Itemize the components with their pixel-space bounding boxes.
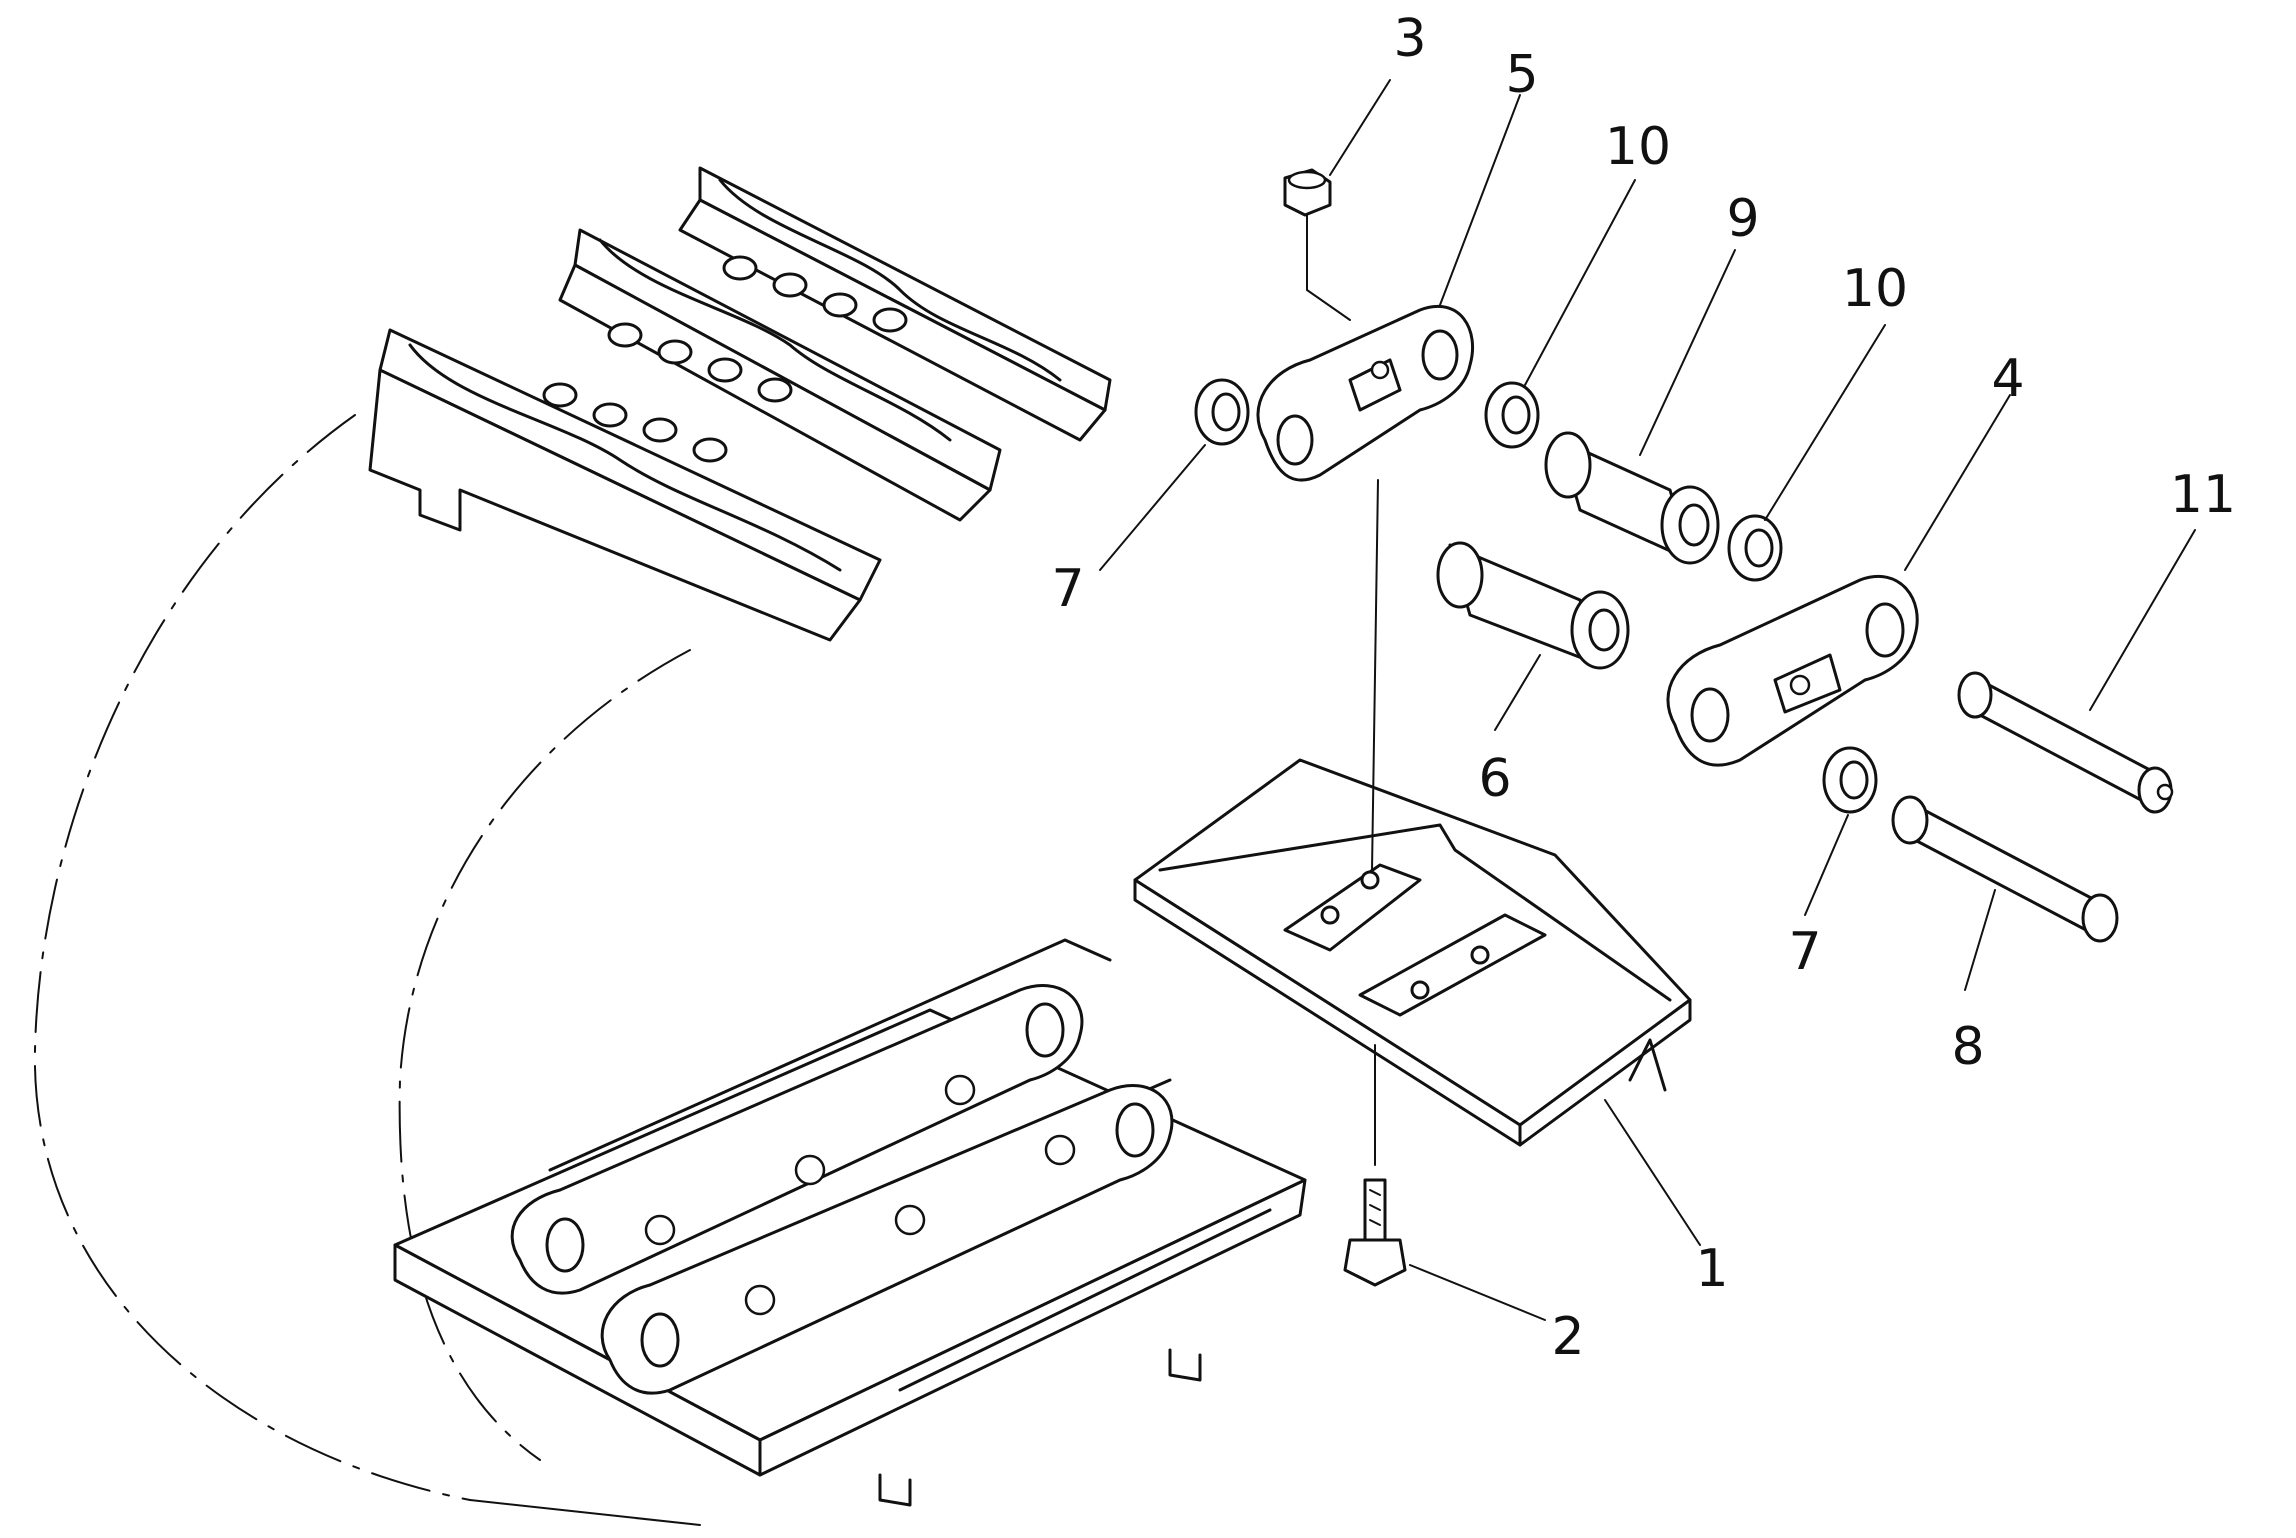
leader-lines <box>1099 79 2196 1321</box>
upper-link-part <box>1256 304 1475 482</box>
pin-part <box>1891 795 2119 943</box>
callout-8: 8 <box>1951 1017 1984 1077</box>
callout-10-upper: 10 <box>1605 117 1671 177</box>
callout-7-right: 7 <box>1788 922 1821 982</box>
callout-9: 9 <box>1726 189 1759 249</box>
master-pin-part <box>1957 671 2174 814</box>
lower-shoe-assembly <box>393 938 1307 1507</box>
callout-2: 2 <box>1551 1307 1584 1367</box>
nut-part <box>1283 168 1351 321</box>
callout-4: 4 <box>1991 349 2024 409</box>
callout-10-right: 10 <box>1842 259 1908 319</box>
callout-7-left: 7 <box>1051 559 1084 619</box>
callout-6: 6 <box>1478 749 1511 809</box>
right-link-part <box>1666 574 1919 767</box>
seal-right-part <box>1727 514 1783 582</box>
seal-upper-part <box>1484 381 1540 449</box>
callout-labels: 3 5 10 9 10 4 11 7 6 7 8 1 2 <box>1051 9 2236 1367</box>
shoe-bolt-part <box>1343 1178 1407 1287</box>
track-shoe-part <box>1133 758 1692 1147</box>
spacer-left-part <box>1194 378 1250 446</box>
track-loop-outline <box>33 414 701 1526</box>
spacer-right-part <box>1822 746 1878 814</box>
exploded-centerlines <box>1371 479 1379 1166</box>
upper-shoe-stack <box>368 166 1112 642</box>
bushing-lower-part <box>1436 541 1630 670</box>
callout-3: 3 <box>1393 9 1426 69</box>
callout-11: 11 <box>2170 465 2236 525</box>
callout-1: 1 <box>1695 1239 1728 1299</box>
bushing-upper-part <box>1544 431 1720 565</box>
callout-5: 5 <box>1505 45 1538 105</box>
